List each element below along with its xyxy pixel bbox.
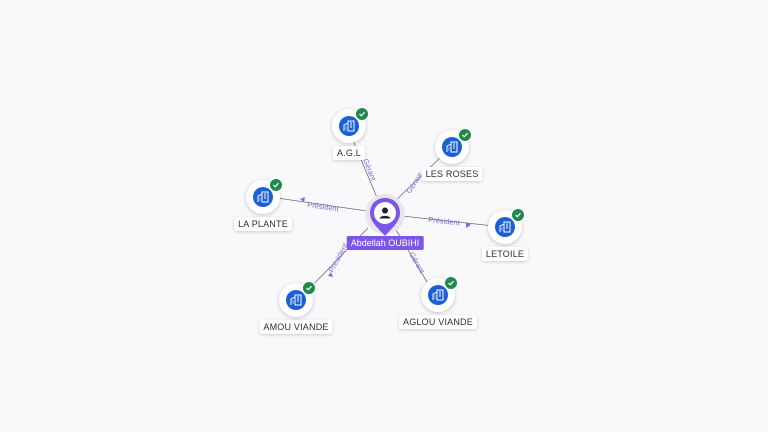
company-avatar	[279, 281, 316, 317]
edge-les-roses	[392, 155, 443, 204]
person-pin-icon[interactable]	[367, 196, 403, 240]
company-name: AMOU VIANDE	[259, 320, 333, 334]
arrow-amou-viande	[328, 272, 333, 277]
check-icon	[511, 208, 525, 222]
check-icon	[458, 128, 472, 142]
check-icon	[444, 276, 458, 290]
company-name: LES ROSES	[421, 167, 483, 181]
check-icon	[302, 281, 316, 295]
check-icon	[355, 107, 369, 121]
edge-label-letoile: Président	[428, 215, 461, 227]
building-icon	[428, 285, 448, 305]
company-name: A.G.L	[332, 146, 366, 160]
person-name[interactable]: Abdellah OUBIHI	[346, 236, 424, 250]
edge-letoile	[401, 215, 495, 227]
edge-label-aglou-viande: Gérant	[407, 251, 427, 276]
company-name: LETOILE	[481, 247, 529, 261]
company-name: AGLOU VIANDE	[399, 315, 477, 329]
check-icon	[269, 178, 283, 192]
arrow-la-plante	[300, 197, 305, 202]
edge-la-plante	[276, 197, 368, 212]
company-avatar	[435, 128, 472, 164]
company-node-aglou-viande[interactable]: AGLOU VIANDE	[378, 276, 498, 338]
building-icon	[442, 137, 462, 157]
person-icon	[379, 207, 391, 219]
building-icon	[339, 116, 359, 136]
building-icon	[495, 217, 515, 237]
company-avatar	[246, 178, 283, 214]
edge-label-la-plante: Président	[307, 200, 341, 213]
company-node-agl[interactable]: A.G.L	[289, 107, 409, 169]
company-node-amou-viande[interactable]: AMOU VIANDE	[236, 281, 356, 343]
company-node-les-roses[interactable]: LES ROSES	[392, 128, 512, 190]
arrow-letoile	[466, 222, 471, 228]
company-node-letoile[interactable]: LETOILE	[445, 208, 565, 270]
building-icon	[253, 187, 273, 207]
company-avatar	[421, 276, 458, 312]
company-node-la-plante[interactable]: LA PLANTE	[203, 178, 323, 240]
company-avatar	[488, 208, 525, 244]
company-avatar	[332, 107, 369, 143]
building-icon	[286, 290, 306, 310]
company-name: LA PLANTE	[234, 217, 292, 231]
